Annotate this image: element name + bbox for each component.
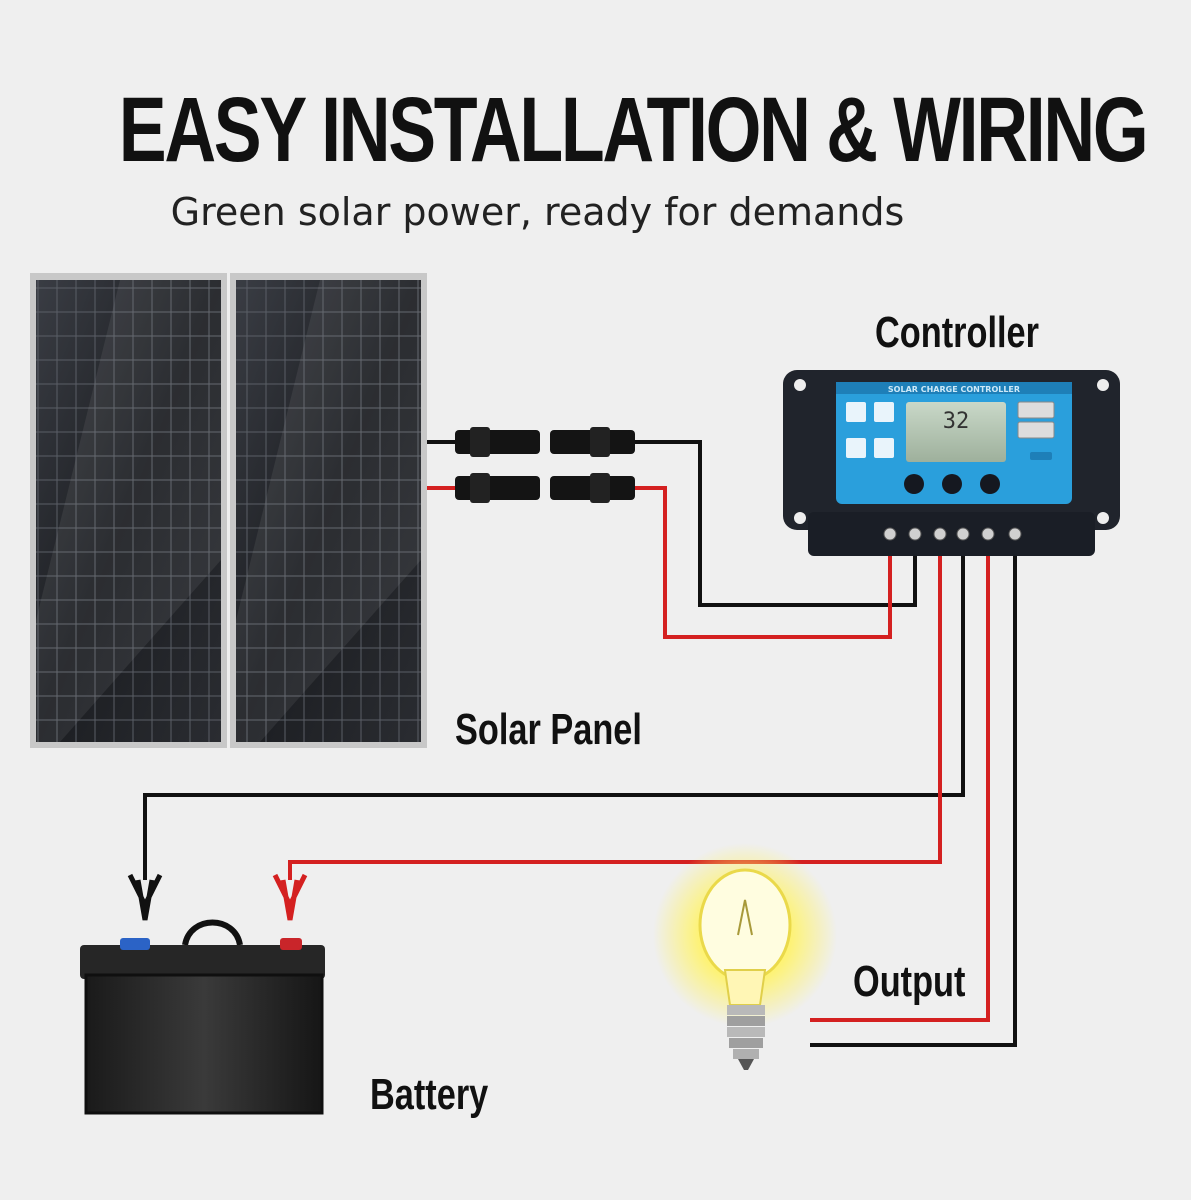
wire-battery-positive bbox=[288, 538, 942, 880]
page-title: EASY INSTALLATION & WIRING bbox=[118, 79, 1149, 181]
controller-screen-text: SOLAR CHARGE CONTROLLER bbox=[888, 385, 1020, 394]
usb-icon bbox=[1030, 452, 1052, 460]
connector-negative-left bbox=[455, 427, 540, 457]
wire-panel-negative bbox=[635, 440, 917, 607]
controller-lcd bbox=[906, 402, 1006, 462]
solar-panel-left bbox=[30, 273, 227, 748]
controller-button-2 bbox=[942, 474, 962, 494]
controller-display-value: 32 bbox=[943, 409, 970, 434]
page-subtitle: Green solar power, ready for demands bbox=[170, 190, 905, 234]
wire-panel-positive bbox=[635, 486, 892, 639]
clamp-negative bbox=[127, 873, 163, 921]
light-bulb bbox=[653, 843, 837, 1070]
controller-button-1 bbox=[904, 474, 924, 494]
usb-port-top bbox=[1017, 401, 1055, 419]
clock-icon bbox=[846, 438, 866, 458]
solar-panel-right bbox=[230, 273, 427, 748]
bulb-status-icon bbox=[874, 438, 894, 458]
solar-panels bbox=[30, 273, 427, 748]
wire-load-positive bbox=[810, 538, 990, 1022]
clamp-positive bbox=[272, 873, 308, 921]
usb-port-bottom bbox=[1017, 421, 1055, 439]
wires bbox=[143, 440, 1017, 1047]
battery-terminal-negative bbox=[120, 938, 150, 950]
battery-label: Battery bbox=[370, 1070, 489, 1119]
battery-terminal-positive bbox=[280, 938, 302, 950]
controller-terminals bbox=[883, 527, 1022, 541]
wire-battery-negative bbox=[143, 538, 965, 880]
connector-positive-left bbox=[455, 473, 540, 503]
battery bbox=[80, 919, 325, 1115]
battery-clamps bbox=[127, 873, 308, 921]
controller-button-3 bbox=[980, 474, 1000, 494]
connector-negative-right bbox=[550, 427, 635, 457]
controller-label: Controller bbox=[875, 308, 1039, 357]
wire-load-negative bbox=[810, 538, 1017, 1047]
solar-panel-label: Solar Panel bbox=[455, 705, 642, 754]
mc4-connectors bbox=[427, 427, 635, 503]
sun-icon bbox=[846, 402, 866, 422]
charge-controller: SOLAR CHARGE CONTROLLER 32 bbox=[783, 370, 1120, 556]
output-label: Output bbox=[853, 957, 966, 1006]
connector-positive-right bbox=[550, 473, 635, 503]
battery-status-icon bbox=[874, 402, 894, 422]
